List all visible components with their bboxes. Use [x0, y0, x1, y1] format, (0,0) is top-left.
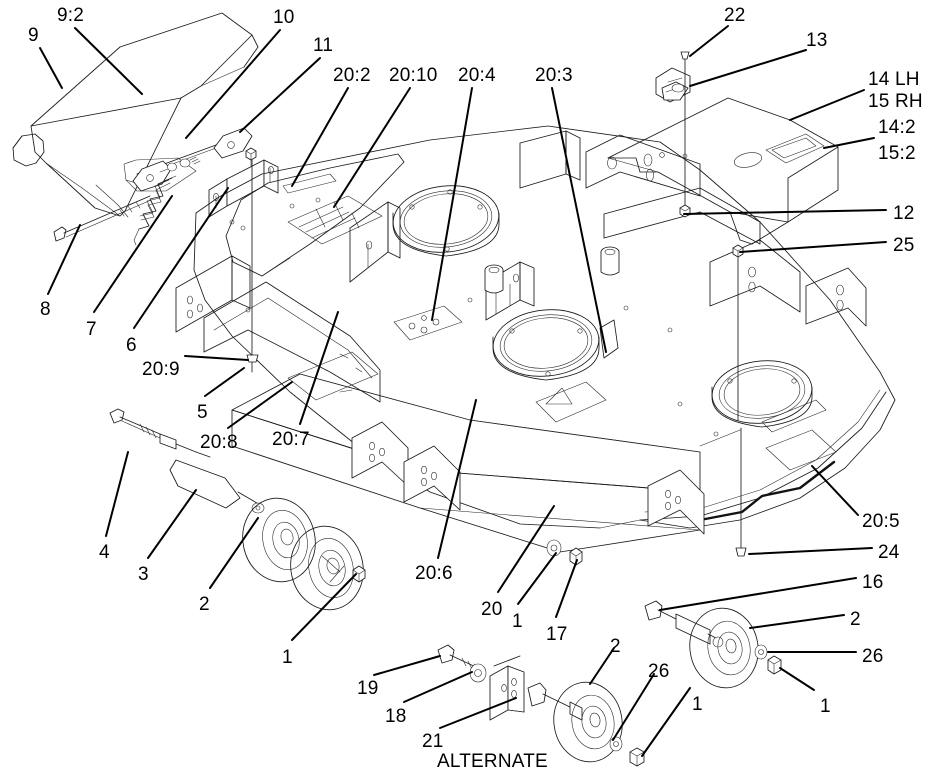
- mounting-bracket: [208, 159, 279, 218]
- mower-deck-weldment: [175, 125, 896, 557]
- callout-c1b: 1: [512, 611, 523, 632]
- callout-c9: 9: [28, 25, 39, 46]
- callout-c21: 21: [422, 731, 444, 752]
- callout-c142: 14:2: [878, 117, 916, 138]
- callout-c1d: 1: [820, 696, 831, 717]
- alternate-caster-kit: [437, 644, 645, 767]
- locknut-11: [245, 147, 257, 167]
- callout-c25: 25: [893, 235, 915, 256]
- callout-c1a: 1: [282, 647, 293, 668]
- callout-c7: 7: [86, 319, 97, 340]
- spindle-boss-center: [484, 264, 504, 294]
- deflector-spring: [133, 175, 177, 246]
- callout-c204: 20:4: [458, 65, 496, 86]
- callout-c5: 5: [197, 402, 208, 423]
- callout-c205: 20:5: [862, 511, 900, 532]
- roller-wheels: [242, 497, 366, 611]
- callout-c16: 16: [862, 572, 884, 593]
- callout-c209: 20:9: [142, 359, 180, 380]
- callout-c22: 22: [724, 5, 746, 26]
- screw-24: [735, 427, 747, 557]
- callout-c208: 20:8: [200, 432, 238, 453]
- locknut-25: [732, 244, 744, 421]
- callout-c2c: 2: [850, 609, 861, 630]
- spindle-boss-right: [600, 246, 620, 276]
- callout-c203: 20:3: [535, 65, 573, 86]
- callout-c4: 4: [99, 542, 110, 563]
- callout-c12: 12: [893, 203, 915, 224]
- grass-deflector-chute: [12, 12, 259, 218]
- callout-c8: 8: [40, 299, 51, 320]
- callout-c17: 17: [546, 624, 568, 645]
- roller-rod-assembly: [109, 408, 265, 514]
- callout-c2010: 20:10: [389, 65, 438, 86]
- callout-c15rh: 15 RH: [868, 91, 923, 112]
- latch-assembly-13: [655, 51, 691, 218]
- callout-c1c: 1: [692, 694, 703, 715]
- callout-c26b: 26: [862, 646, 884, 667]
- callout-c18: 18: [385, 706, 407, 727]
- callout-c207: 20:7: [272, 429, 310, 450]
- callout-c152: 15:2: [878, 143, 916, 164]
- callout-c10: 10: [273, 7, 295, 28]
- callout-c3: 3: [138, 564, 149, 585]
- callout-c2a: 2: [199, 594, 210, 615]
- callout-c92: 9:2: [57, 5, 85, 26]
- callout-c26a: 26: [648, 661, 670, 682]
- caster-wheel-right: [644, 600, 782, 689]
- leader-lines: [39, 25, 887, 757]
- callout-c24: 24: [878, 542, 900, 563]
- alternate-note: ALTERNATE: [437, 751, 548, 772]
- callout-c13: 13: [806, 30, 828, 51]
- callout-c2b: 2: [610, 636, 621, 657]
- callout-c11: 11: [313, 35, 334, 56]
- callout-c206: 20:6: [415, 563, 453, 584]
- side-cover: [607, 97, 839, 245]
- callout-c202: 20:2: [333, 65, 371, 86]
- callout-c19: 19: [357, 678, 379, 699]
- callout-c20: 20: [481, 599, 503, 620]
- callout-c6: 6: [126, 335, 137, 356]
- callout-c14lh: 14 LH: [868, 69, 920, 90]
